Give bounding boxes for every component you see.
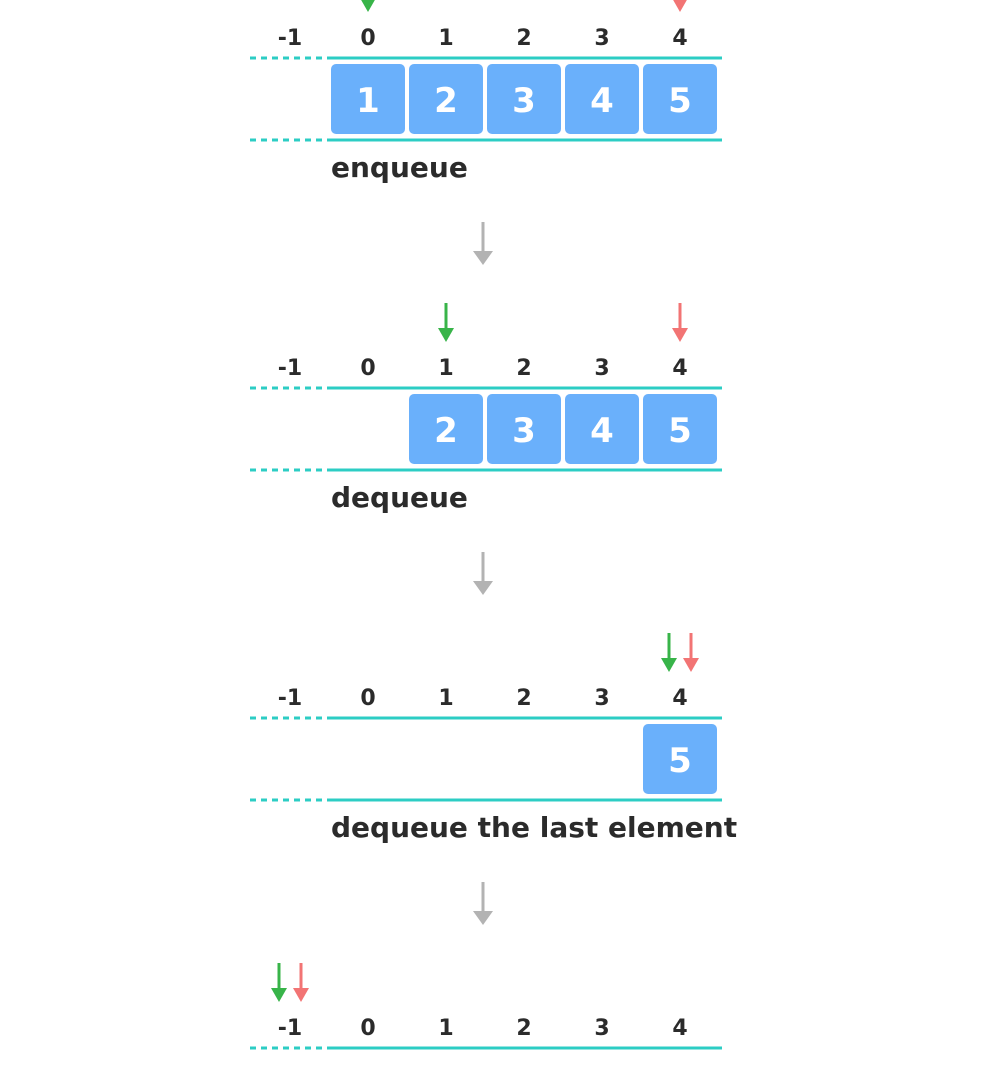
queue-state-1: -1 0 1 2 3 4 1 2 3 4 5 enqueue (250, 0, 722, 265)
index-label: 2 (516, 26, 531, 51)
queue-state-4: -1 0 1 2 3 4 (250, 963, 722, 1050)
index-label: 3 (594, 26, 609, 51)
front-pointer-icon (271, 963, 287, 1002)
index-label: 0 (360, 686, 375, 711)
index-label: 4 (672, 26, 687, 51)
index-label: 2 (516, 1016, 531, 1041)
index-label: 1 (438, 1016, 453, 1041)
cell-value: 2 (434, 411, 458, 451)
index-label: 2 (516, 686, 531, 711)
rear-pointer-icon (293, 963, 309, 1002)
index-label: 4 (672, 686, 687, 711)
queue-cell: 4 (565, 394, 639, 464)
queue-cell: 5 (643, 394, 717, 464)
index-label: -1 (278, 686, 302, 711)
index-label: 4 (672, 356, 687, 381)
queue-cell: 3 (487, 394, 561, 464)
cell-value: 5 (668, 81, 692, 121)
cell-value: 3 (512, 411, 536, 451)
rear-pointer-icon (672, 303, 688, 342)
cell-value: 4 (590, 411, 614, 451)
rear-pointer-icon (683, 633, 699, 672)
index-label: 1 (438, 26, 453, 51)
queue-state-3: -1 0 1 2 3 4 5 dequeue the last element (250, 633, 737, 925)
queue-cell: 3 (487, 64, 561, 134)
queue-cell: 4 (565, 64, 639, 134)
cell-value: 5 (668, 741, 692, 781)
front-pointer-icon (438, 303, 454, 342)
rear-pointer-icon (673, 0, 687, 12)
index-label: 0 (360, 26, 375, 51)
index-label: 1 (438, 356, 453, 381)
index-label: 2 (516, 356, 531, 381)
queue-cell: 2 (409, 394, 483, 464)
state-caption: enqueue (331, 151, 468, 184)
index-label: 1 (438, 686, 453, 711)
queue-cell: 2 (409, 64, 483, 134)
queue-cell: 5 (643, 724, 717, 794)
index-label: -1 (278, 356, 302, 381)
cell-value: 2 (434, 81, 458, 121)
index-label: 3 (594, 1016, 609, 1041)
queue-cell: 5 (643, 64, 717, 134)
queue-cell: 1 (331, 64, 405, 134)
cell-value: 5 (668, 411, 692, 451)
index-label: 3 (594, 356, 609, 381)
index-label: 0 (360, 1016, 375, 1041)
step-arrow-icon (473, 882, 493, 925)
index-label: 0 (360, 356, 375, 381)
state-caption: dequeue (331, 481, 468, 514)
index-label: -1 (278, 1016, 302, 1041)
index-label: 3 (594, 686, 609, 711)
front-pointer-icon (661, 633, 677, 672)
cell-value: 3 (512, 81, 536, 121)
cell-value: 4 (590, 81, 614, 121)
queue-state-2: -1 0 1 2 3 4 2 3 4 5 dequeue (250, 303, 722, 595)
step-arrow-icon (473, 222, 493, 265)
step-arrow-icon (473, 552, 493, 595)
index-label: 4 (672, 1016, 687, 1041)
cell-value: 1 (356, 81, 380, 121)
state-caption: dequeue the last element (331, 811, 737, 844)
front-pointer-icon (361, 0, 375, 12)
index-label: -1 (278, 26, 302, 51)
